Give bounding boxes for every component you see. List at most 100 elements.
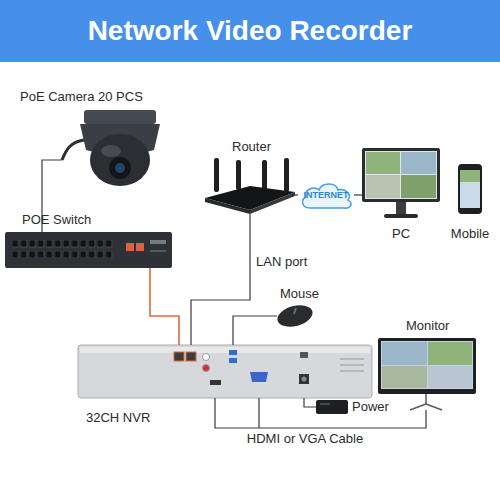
vga-port [250, 372, 268, 382]
internet-cloud: INTERNET [298, 178, 354, 212]
mobile-phone [458, 164, 482, 214]
device-label: Mobile [435, 226, 500, 242]
device-label: INTERNET [298, 190, 354, 201]
router-antenna [284, 158, 289, 192]
hdmi-port [210, 380, 221, 385]
device-label: Router [232, 139, 312, 155]
monitor-node: Monitor [376, 338, 476, 410]
audio-jack [203, 365, 210, 372]
camera-mount [84, 110, 156, 124]
switch-badge [150, 250, 166, 252]
cable-connector [215, 398, 426, 428]
vent-slot [340, 358, 364, 360]
dome-camera [62, 110, 160, 186]
video-tile [382, 366, 427, 388]
video-tile [401, 152, 436, 174]
switch-ports [12, 240, 114, 258]
router-node: Router [205, 158, 295, 214]
router-antenna [214, 158, 219, 192]
device-label: Mouse [280, 286, 350, 302]
uplink-port [126, 243, 134, 251]
vga-cable [258, 398, 259, 428]
camera-node: PoE Camera 20 PCS [62, 108, 172, 205]
pc-monitor [362, 148, 440, 218]
power-node: Power [316, 400, 348, 414]
cable-connector [295, 194, 298, 195]
vent-slot [340, 364, 364, 366]
monitor-stand [426, 404, 442, 410]
video-tile [401, 175, 436, 198]
cable-connector [233, 316, 277, 345]
device-label: Power [352, 399, 412, 415]
router-antenna [236, 160, 241, 190]
cable-connector [150, 268, 179, 345]
pc-stand [396, 202, 406, 214]
monitor-frame [378, 338, 476, 394]
poe-switch-node: POE Switch [5, 232, 172, 268]
device-label: 32CH NVR [86, 410, 206, 426]
camera-cable [62, 140, 84, 160]
phone-screen [460, 170, 480, 208]
switch-body [5, 232, 172, 268]
poe-switch [5, 232, 172, 268]
title-banner [0, 0, 500, 62]
video-tile [382, 342, 427, 365]
mouse-node: Mouse [277, 305, 313, 328]
uplink-port [136, 243, 144, 251]
reset-button [300, 352, 308, 358]
lan-port [174, 352, 184, 361]
router-antenna [262, 160, 267, 190]
device-label: Monitor [406, 318, 486, 334]
device-label: PoE Camera 20 PCS [20, 89, 190, 105]
power-adapter [316, 400, 348, 414]
video-tile [428, 342, 472, 365]
audio-jack [203, 354, 210, 361]
switch-badge [150, 240, 166, 244]
cable-label: HDMI or VGA Cable [235, 431, 375, 447]
pc-screen [365, 151, 437, 199]
mouse-body [275, 302, 315, 331]
mouse-wheel [294, 308, 296, 314]
pc-frame [362, 148, 440, 202]
power-jack [299, 374, 309, 384]
video-tile [366, 175, 400, 198]
video-tile [428, 366, 472, 388]
video-tile [366, 152, 400, 174]
video-tile [460, 170, 480, 182]
pc-node: PC [362, 148, 440, 218]
mouse [275, 302, 315, 331]
dome-highlight [101, 145, 121, 157]
router-side [205, 198, 250, 214]
mobile-node: Mobile [457, 162, 483, 216]
monitor-stand [425, 394, 427, 404]
device-label: POE Switch [22, 212, 142, 228]
display-monitor [378, 338, 476, 410]
camera-lens [109, 157, 131, 179]
cable-connector [354, 194, 362, 195]
phone-body [458, 164, 482, 214]
cable-label: LAN port [256, 254, 326, 270]
nvr-highlight [80, 347, 370, 353]
device-label: PC [362, 226, 440, 242]
router-side [250, 192, 295, 214]
nvr-body [78, 345, 372, 398]
vent-slot [340, 370, 364, 372]
power-jack-pin [302, 377, 307, 382]
cable-connector [191, 214, 250, 345]
monitor-screen [381, 341, 473, 389]
adapter-detail [320, 403, 330, 405]
monitor-stand [410, 404, 426, 410]
adapter-body [316, 400, 348, 414]
nvr-recorder [78, 345, 372, 398]
router [205, 158, 295, 214]
pc-base [384, 214, 418, 218]
lens-glass [115, 163, 125, 173]
usb-port [229, 358, 237, 363]
diagram-title: Network Video Recorder [0, 0, 500, 62]
lan-port [186, 352, 196, 361]
camera-dome [90, 134, 150, 186]
cable-connector [304, 398, 316, 407]
